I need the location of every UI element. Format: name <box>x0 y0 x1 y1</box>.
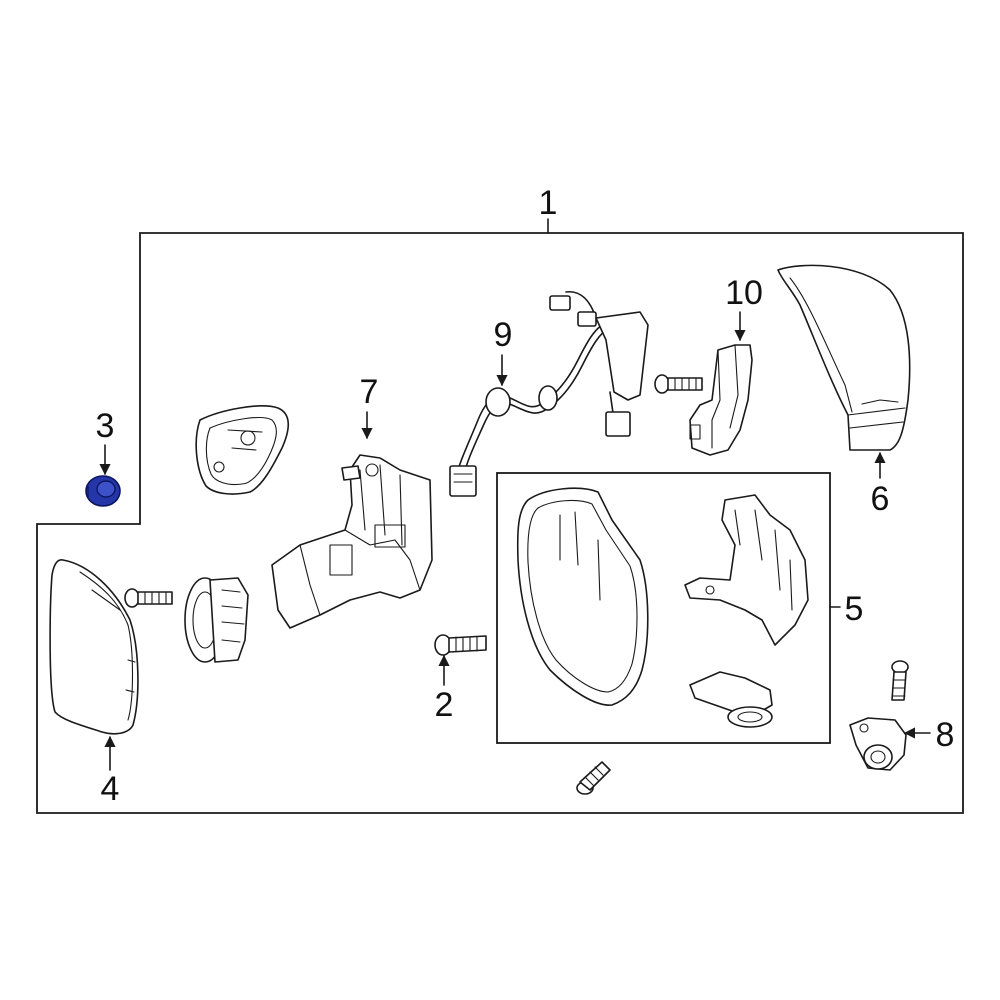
callout-10: 10 <box>725 274 763 312</box>
callout-1: 1 <box>539 184 558 222</box>
callout-4: 4 <box>101 770 120 808</box>
callout-2: 2 <box>435 686 454 724</box>
inner-bracket[interactable] <box>684 494 809 646</box>
part-7-mirror-base[interactable] <box>271 454 433 629</box>
part-3-nut[interactable] <box>85 475 121 507</box>
part-10-turn-signal[interactable] <box>689 344 753 456</box>
bolt-upper[interactable] <box>654 374 703 394</box>
callout-7: 7 <box>360 373 379 411</box>
callout-5: 5 <box>845 590 864 628</box>
bolt-left[interactable] <box>124 588 173 608</box>
part-6-mirror-cover[interactable] <box>777 264 911 451</box>
assembly-outline <box>36 232 964 814</box>
callout-8: 8 <box>936 716 955 754</box>
mirror-actuator[interactable] <box>184 577 249 663</box>
part-8-camera[interactable] <box>849 660 909 771</box>
subassembly-box <box>496 472 831 744</box>
callout-9: 9 <box>494 316 513 354</box>
part-9-wiring-harness[interactable] <box>449 291 649 497</box>
part-2-bolt[interactable] <box>434 634 487 656</box>
mirror-housing-frame[interactable] <box>516 487 649 706</box>
bolt-bottom[interactable] <box>576 761 611 795</box>
lamp-bracket[interactable] <box>689 671 773 728</box>
callout-6: 6 <box>871 480 890 518</box>
part-4-mirror-glass[interactable] <box>49 559 139 735</box>
callout-3: 3 <box>96 407 115 445</box>
mounting-gasket[interactable] <box>195 405 290 495</box>
